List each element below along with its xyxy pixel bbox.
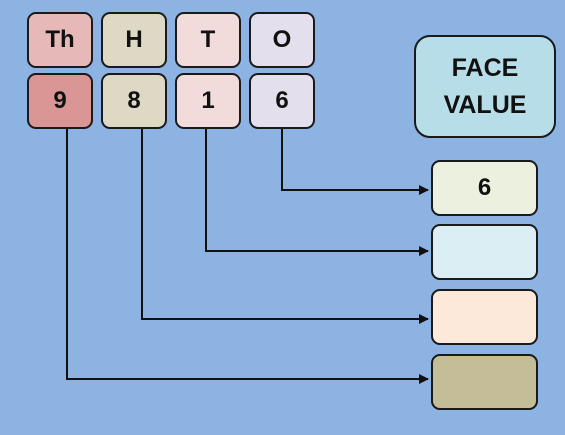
result-ones: 6 (431, 160, 538, 216)
header-tens: T (175, 12, 241, 68)
result-hundreds (431, 289, 538, 345)
face-value-title-line1: FACE (451, 53, 519, 82)
digit-hundreds: 8 (101, 73, 167, 129)
arrow-tens (205, 129, 429, 256)
header-hundreds: H (101, 12, 167, 68)
header-thousands: Th (27, 12, 93, 68)
result-thousands (431, 354, 538, 410)
digit-ones: 6 (249, 73, 315, 129)
arrow-ones (281, 129, 429, 195)
digit-thousands: 9 (27, 73, 93, 129)
header-ones: O (249, 12, 315, 68)
face-value-title: FACE VALUE (414, 35, 556, 138)
arrow-hundreds (141, 129, 429, 324)
digit-tens: 1 (175, 73, 241, 129)
face-value-title-line2: VALUE (443, 90, 527, 119)
result-tens (431, 224, 538, 280)
arrow-thousands (66, 129, 429, 384)
